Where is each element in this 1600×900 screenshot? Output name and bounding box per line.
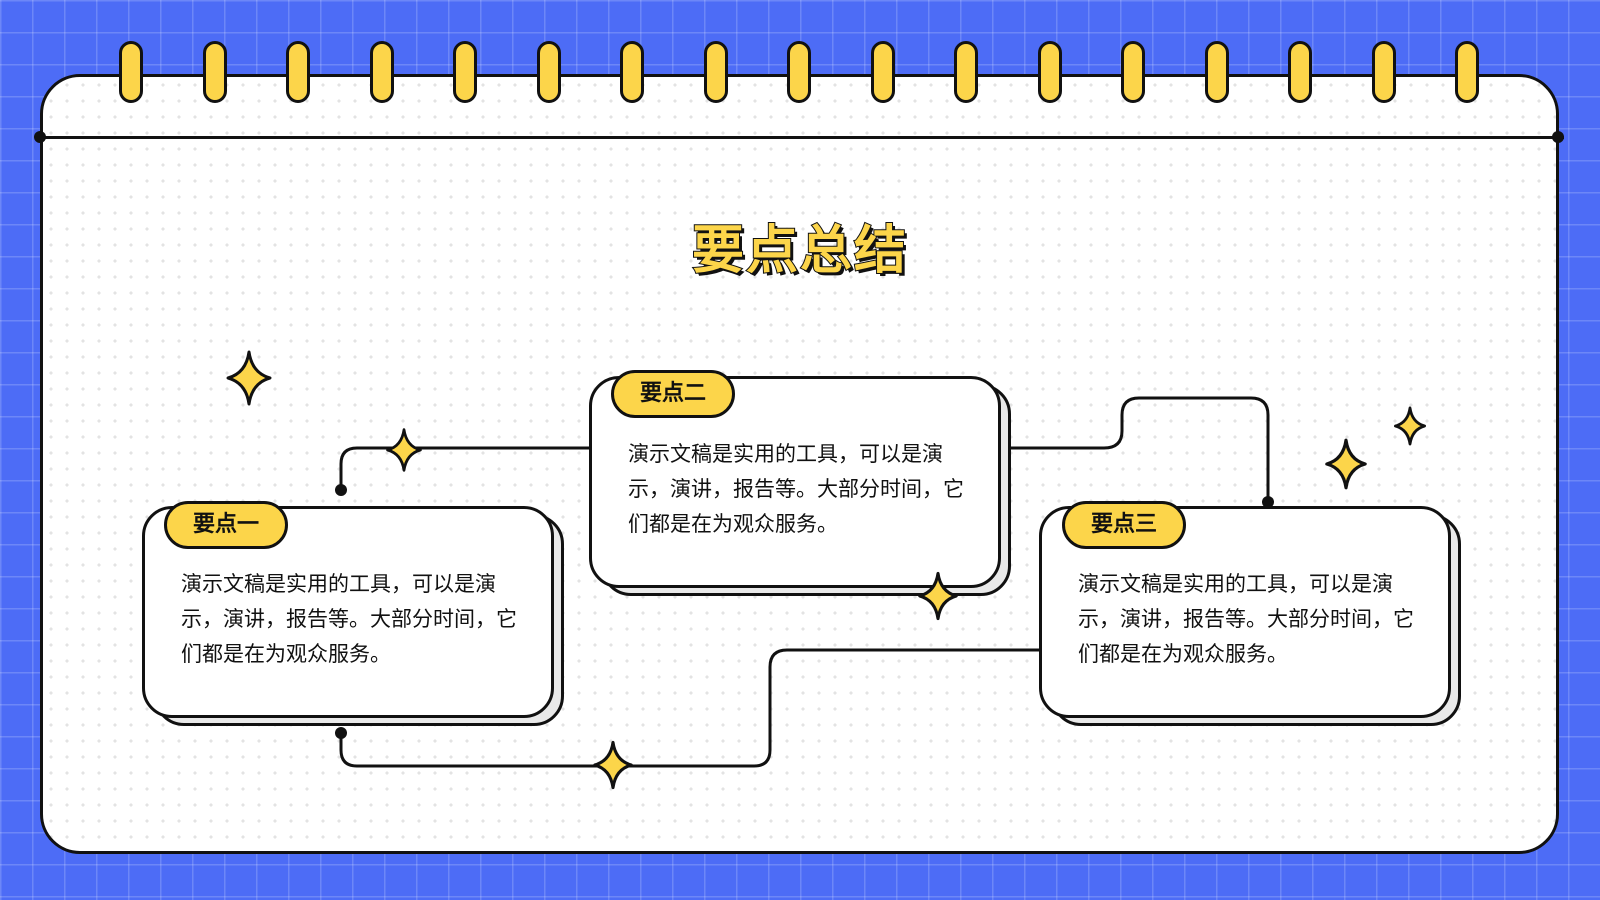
- point-body: 演示文稿是实用的工具，可以是演示，演讲，报告等。大部分时间，它们都是在为观众服务…: [1078, 572, 1414, 666]
- binder-ring: [369, 41, 394, 103]
- binder-ring: [620, 41, 644, 103]
- binder-rule-line: [36, 136, 1564, 139]
- sparkle-icon: [1394, 406, 1426, 446]
- connector-1-2: [339, 446, 592, 490]
- binder-ring: [1121, 41, 1145, 103]
- binder-ring: [536, 41, 561, 103]
- binder-ring: [1204, 41, 1229, 103]
- connector-dot: [1262, 496, 1274, 508]
- binder-ring: [119, 41, 143, 103]
- rule-end-dot: [1552, 131, 1564, 143]
- binder-ring: [202, 41, 227, 103]
- sparkle-icon: [226, 350, 272, 406]
- binder-ring: [1371, 41, 1396, 103]
- sparkle-icon: [593, 740, 633, 790]
- connector-dot: [335, 484, 347, 496]
- binder-ring: [286, 41, 310, 103]
- binder-ring: [954, 41, 978, 103]
- point-body: 演示文稿是实用的工具，可以是演示，演讲，报告等。大部分时间，它们都是在为观众服务…: [628, 442, 964, 536]
- binder-ring: [787, 41, 811, 103]
- point-label-2: 要点二: [611, 370, 736, 418]
- point-body: 演示文稿是实用的工具，可以是演示，演讲，报告等。大部分时间，它们都是在为观众服务…: [181, 572, 517, 666]
- point-card-3: 演示文稿是实用的工具，可以是演示，演讲，报告等。大部分时间，它们都是在为观众服务…: [1039, 506, 1451, 718]
- point-label-1: 要点一: [164, 501, 289, 549]
- connector-2-3: [1010, 396, 1270, 502]
- sparkle-icon: [1325, 438, 1367, 490]
- sparkle-icon: [918, 571, 958, 621]
- slide-title: 要点总结: [691, 220, 908, 282]
- point-card-2: 演示文稿是实用的工具，可以是演示，演讲，报告等。大部分时间，它们都是在为观众服务…: [589, 376, 1001, 588]
- sparkle-icon: [386, 428, 422, 472]
- binder-ring: [1455, 41, 1479, 103]
- connector-dot: [335, 727, 347, 739]
- point-label-3: 要点三: [1062, 501, 1187, 549]
- binder-ring: [1037, 41, 1062, 103]
- binder-ring: [1288, 41, 1312, 103]
- binder-ring: [870, 41, 895, 103]
- binder-ring: [703, 41, 728, 103]
- binder-ring: [453, 41, 477, 103]
- rule-end-dot: [34, 131, 46, 143]
- connector-1-3: [339, 648, 1044, 768]
